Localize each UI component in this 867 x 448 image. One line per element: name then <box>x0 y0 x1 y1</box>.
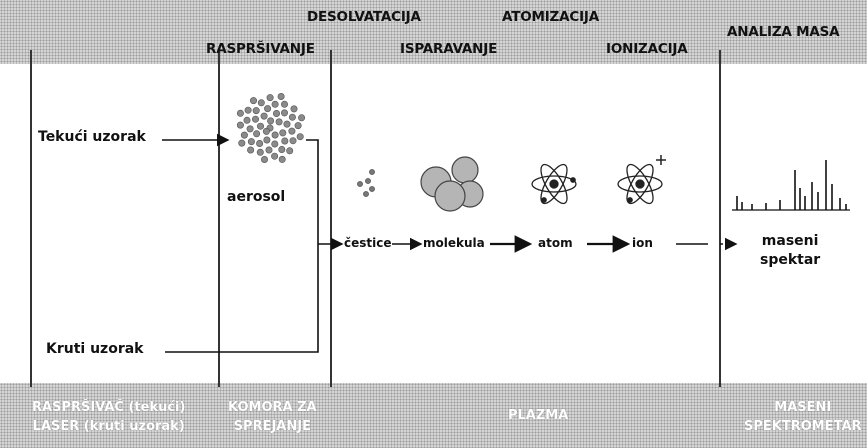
aerosol-droplet <box>252 115 260 123</box>
ion-icon <box>617 155 666 205</box>
aerosol-droplet <box>296 133 304 141</box>
stage-analiza-masa: ANALIZA MASA <box>727 24 840 40</box>
instrument-part-footer <box>0 383 867 448</box>
liquid-sample-label: Tekući uzorak <box>38 129 146 145</box>
aerosol-droplet <box>272 110 280 118</box>
ion-label: ion <box>632 236 653 250</box>
aerosol-droplet <box>267 117 275 125</box>
aerosol-droplet <box>280 109 288 117</box>
footer-spray-chamber-line1: KOMORA ZA <box>228 400 317 415</box>
solid-sample-path-line <box>165 244 319 353</box>
aerosol-droplet <box>286 147 294 155</box>
column-divider <box>218 50 220 387</box>
aerosol-droplet <box>294 122 302 130</box>
aerosol-droplet <box>257 99 265 107</box>
aerosol-droplet <box>281 137 289 145</box>
footer-spray-chamber-line2: SPREJANJE <box>233 419 311 434</box>
stage-desolvatacija: DESOLVATACIJA <box>307 9 421 25</box>
particles-icon <box>357 169 375 197</box>
aerosol-droplet <box>264 105 272 113</box>
aerosol-droplet <box>236 109 244 117</box>
aerosol-droplet <box>256 148 264 156</box>
footer-nebulizer-line: RASPRŠIVAČ (tekući) <box>32 400 186 415</box>
aerosol-droplet <box>289 137 297 145</box>
aerosol-droplet <box>247 146 255 154</box>
column-divider <box>719 50 721 387</box>
solid-sample-label: Kruti uzorak <box>46 341 144 357</box>
aerosol-droplet <box>260 112 268 120</box>
aerosol-droplet <box>277 93 285 101</box>
aerosol-droplet <box>263 136 271 144</box>
aerosol-droplet <box>278 146 286 154</box>
footer-mass-spectrometer-line1: MASENI <box>774 400 832 415</box>
aerosol-droplet <box>238 139 246 147</box>
aerosol-droplet <box>288 127 296 135</box>
aerosol-droplet <box>252 107 260 115</box>
aerosol-droplet <box>236 121 244 129</box>
aerosol-droplet <box>288 113 296 121</box>
aerosol-droplet <box>271 131 279 139</box>
mass-spectrum-label-line2: spektar <box>760 252 821 268</box>
aerosol-droplet <box>271 152 279 160</box>
aerosol-droplet <box>283 120 291 128</box>
footer-mass-spectrometer: MASENI SPEKTROMETAR <box>744 398 862 436</box>
stage-ionizacija: IONIZACIJA <box>606 41 688 57</box>
aerosol-path-line <box>306 139 319 244</box>
mass-spectrum-label-line1: maseni <box>761 233 819 249</box>
aerosol-droplet <box>290 105 298 113</box>
process-stage-header <box>0 0 867 64</box>
stage-atomizacija: ATOMIZACIJA <box>502 9 599 25</box>
aerosol-droplet <box>275 118 283 126</box>
aerosol-droplet <box>266 94 274 102</box>
stage-isparavanje: ISPARAVANJE <box>400 41 498 57</box>
footer-laser-line: LASER (kruti uzorak) <box>32 419 185 434</box>
aerosol-droplet <box>253 130 261 138</box>
stage-rasprsivanje: RASPRŠIVANJE <box>206 41 315 57</box>
aerosol-droplet <box>246 125 254 133</box>
aerosol-droplet <box>271 100 279 108</box>
aerosol-droplet <box>256 122 264 130</box>
aerosol-droplet <box>244 106 252 114</box>
aerosol-droplet <box>265 146 273 154</box>
mass-spectrum-icon <box>732 160 850 211</box>
aerosol-cloud-icon <box>236 93 306 164</box>
aerosol-droplet <box>298 114 306 122</box>
aerosol-droplet <box>240 131 248 139</box>
molecule-icon <box>420 156 484 212</box>
particles-label: čestice <box>344 236 392 250</box>
footer-nebulizer-laser: RASPRŠIVAČ (tekući) LASER (kruti uzorak) <box>32 398 185 436</box>
atom-icon <box>531 163 577 205</box>
aerosol-droplet <box>260 156 268 164</box>
column-divider <box>330 50 332 387</box>
column-divider <box>30 50 32 387</box>
aerosol-droplet <box>250 97 258 105</box>
atom-label: atom <box>538 236 573 250</box>
aerosol-droplet <box>256 140 264 148</box>
molecule-label: molekula <box>423 236 485 250</box>
footer-mass-spectrometer-line2: SPEKTROMETAR <box>744 419 862 434</box>
aerosol-droplet <box>278 155 286 163</box>
aerosol-droplet <box>280 100 288 108</box>
aerosol-label: aerosol <box>227 189 286 205</box>
aerosol-droplet <box>262 127 270 135</box>
aerosol-droplet <box>243 116 251 124</box>
aerosol-droplet <box>247 138 255 146</box>
aerosol-droplet <box>279 129 287 137</box>
aerosol-droplet <box>271 140 279 148</box>
footer-spray-chamber: KOMORA ZA SPREJANJE <box>228 398 317 436</box>
footer-plasma: PLAZMA <box>508 408 569 423</box>
mass-spectrum-label: maseni spektar <box>760 232 820 270</box>
